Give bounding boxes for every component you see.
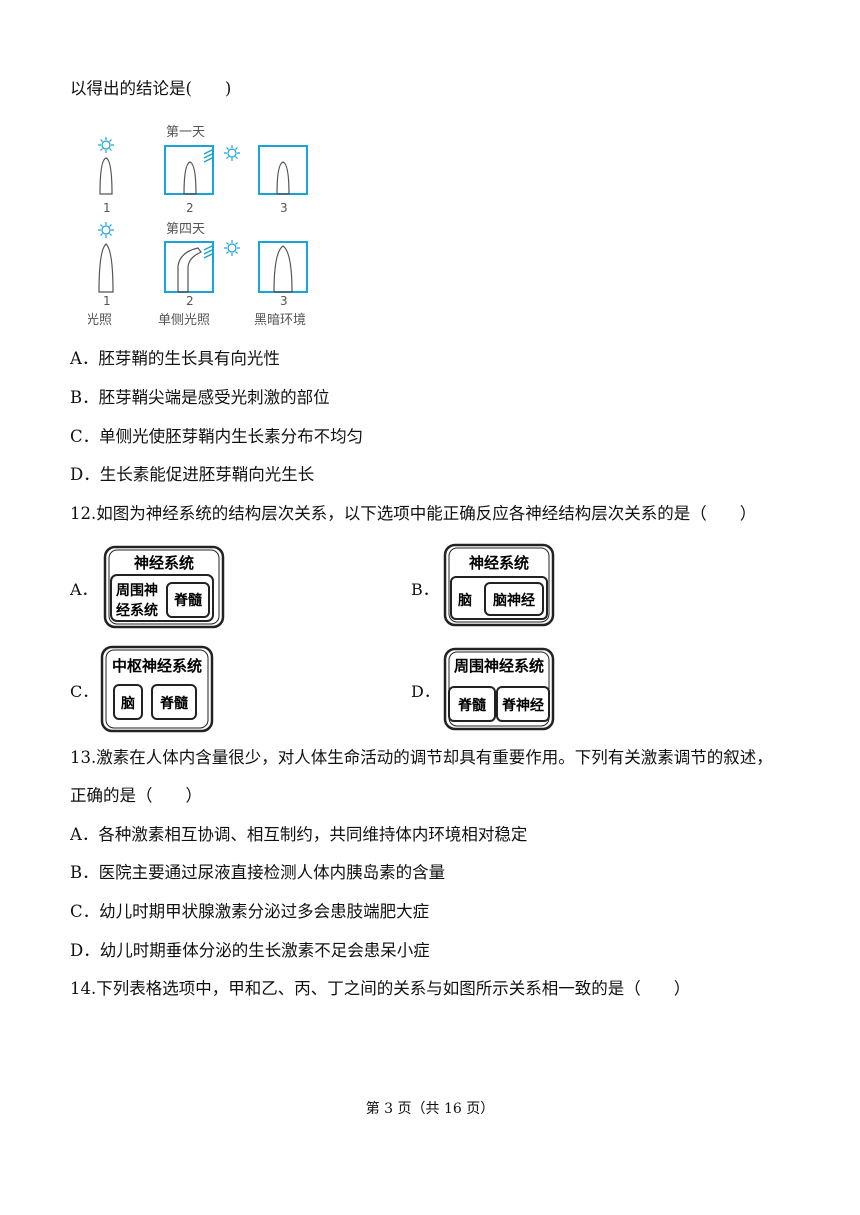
- number-2-day4: 2: [186, 294, 194, 308]
- caption-unilateral-light: 单侧光照: [158, 313, 210, 328]
- q12-option-d-letter[interactable]: D．: [411, 682, 440, 701]
- sun-icon: [98, 137, 114, 153]
- svg-text:脊髓: 脊髓: [173, 592, 203, 609]
- svg-text:脊髓: 脊髓: [457, 697, 487, 714]
- coleoptile-2-day1: [183, 161, 197, 195]
- number-2-day1: 2: [186, 201, 194, 215]
- svg-text:神经系统: 神经系统: [134, 554, 194, 572]
- svg-text:周围神: 周围神: [116, 582, 158, 599]
- caption-dark: 黑暗环境: [254, 313, 306, 328]
- q12-option-b-diagram[interactable]: 神经系统 脑 脑神经: [443, 543, 555, 627]
- page-footer: 第 3 页（共 16 页）: [365, 1101, 495, 1117]
- day4-label: 第四天: [166, 222, 205, 237]
- q11-phototropism-figure: 第一天 第四天 1 2 3 1 2 3 均匀光照 单侧光照 黑暗环境: [88, 125, 308, 328]
- number-1-day1: 1: [103, 201, 111, 215]
- svg-text:脑: 脑: [458, 592, 472, 609]
- q11-stem-tail: 以得出的结论是( ): [70, 79, 232, 98]
- q13-option-a[interactable]: A．各种激素相互协调、相互制约，共同维持体内环境相对稳定: [70, 825, 528, 844]
- box-2-day4: [164, 241, 214, 293]
- svg-text:脑神经: 脑神经: [493, 592, 535, 609]
- q12-option-d-diagram[interactable]: 周围神经系统 脊髓 脊神经: [443, 647, 555, 733]
- sun-icon: [224, 145, 240, 161]
- q12-option-b-letter[interactable]: B．: [411, 580, 439, 599]
- svg-text:经系统: 经系统: [116, 602, 158, 619]
- svg-text:中枢神经系统: 中枢神经系统: [112, 657, 202, 675]
- number-3-day4: 3: [280, 294, 288, 308]
- svg-text:脊髓: 脊髓: [159, 695, 189, 712]
- number-3-day1: 3: [280, 201, 288, 215]
- q11-option-a[interactable]: A．胚芽鞘的生长具有向光性: [70, 349, 280, 368]
- box-3-day1: [258, 145, 308, 195]
- q13-stem-line1: 13.激素在人体内含量很少，对人体生命活动的调节却具有重要作用。下列有关激素调节…: [70, 748, 773, 767]
- coleoptile-1-day1: [99, 157, 113, 195]
- q12-option-a-diagram[interactable]: 神经系统 周围神 经系统 脊髓: [103, 545, 225, 629]
- q12-option-a-letter[interactable]: A．: [70, 580, 98, 599]
- coleoptile-1-day4: [98, 243, 114, 293]
- light-rays-icon: [203, 148, 215, 163]
- day1-label: 第一天: [166, 125, 205, 140]
- q13-option-b[interactable]: B．医院主要通过尿液直接检测人体内胰岛素的含量: [70, 863, 446, 882]
- q11-option-d[interactable]: D．生长素能促进胚芽鞘向光生长: [70, 465, 315, 484]
- sun-icon: [224, 240, 240, 256]
- svg-text:脑: 脑: [121, 695, 135, 712]
- q14-stem: 14.下列表格选项中，甲和乙、丙、丁之间的关系与如图所示关系相一致的是（ ）: [70, 979, 691, 998]
- q12-stem: 12.如图为神经系统的结构层次关系，以下选项中能正确反应各神经结构层次关系的是（…: [70, 504, 757, 523]
- number-1-day4: 1: [103, 294, 111, 308]
- q11-option-c[interactable]: C．单侧光使胚芽鞘内生长素分布不均匀: [70, 427, 364, 446]
- q11-option-b[interactable]: B．胚芽鞘尖端是感受光刺激的部位: [70, 388, 330, 407]
- q13-stem-line2: 正确的是（ ）: [70, 786, 202, 805]
- coleoptile-3-day4: [273, 245, 293, 293]
- svg-text:周围神经系统: 周围神经系统: [454, 657, 544, 675]
- q13-option-d[interactable]: D．幼儿时期垂体分泌的生长激素不足会患呆小症: [70, 941, 430, 960]
- sun-icon: [98, 222, 114, 238]
- svg-text:脊神经: 脊神经: [501, 697, 544, 714]
- q13-option-c[interactable]: C．幼儿时期甲状腺激素分泌过多会患肢端肥大症: [70, 902, 430, 921]
- light-rays-icon: [203, 244, 215, 259]
- caption-uniform-light: 均匀光照: [88, 313, 112, 328]
- q12-option-c-letter[interactable]: C．: [70, 682, 99, 701]
- coleoptile-2-day4-bent: [177, 247, 202, 293]
- svg-text:神经系统: 神经系统: [469, 554, 529, 572]
- coleoptile-3-day1: [276, 161, 290, 195]
- q12-option-c-diagram[interactable]: 中枢神经系统 脑 脊髓: [100, 645, 214, 735]
- box-3-day4: [258, 241, 308, 293]
